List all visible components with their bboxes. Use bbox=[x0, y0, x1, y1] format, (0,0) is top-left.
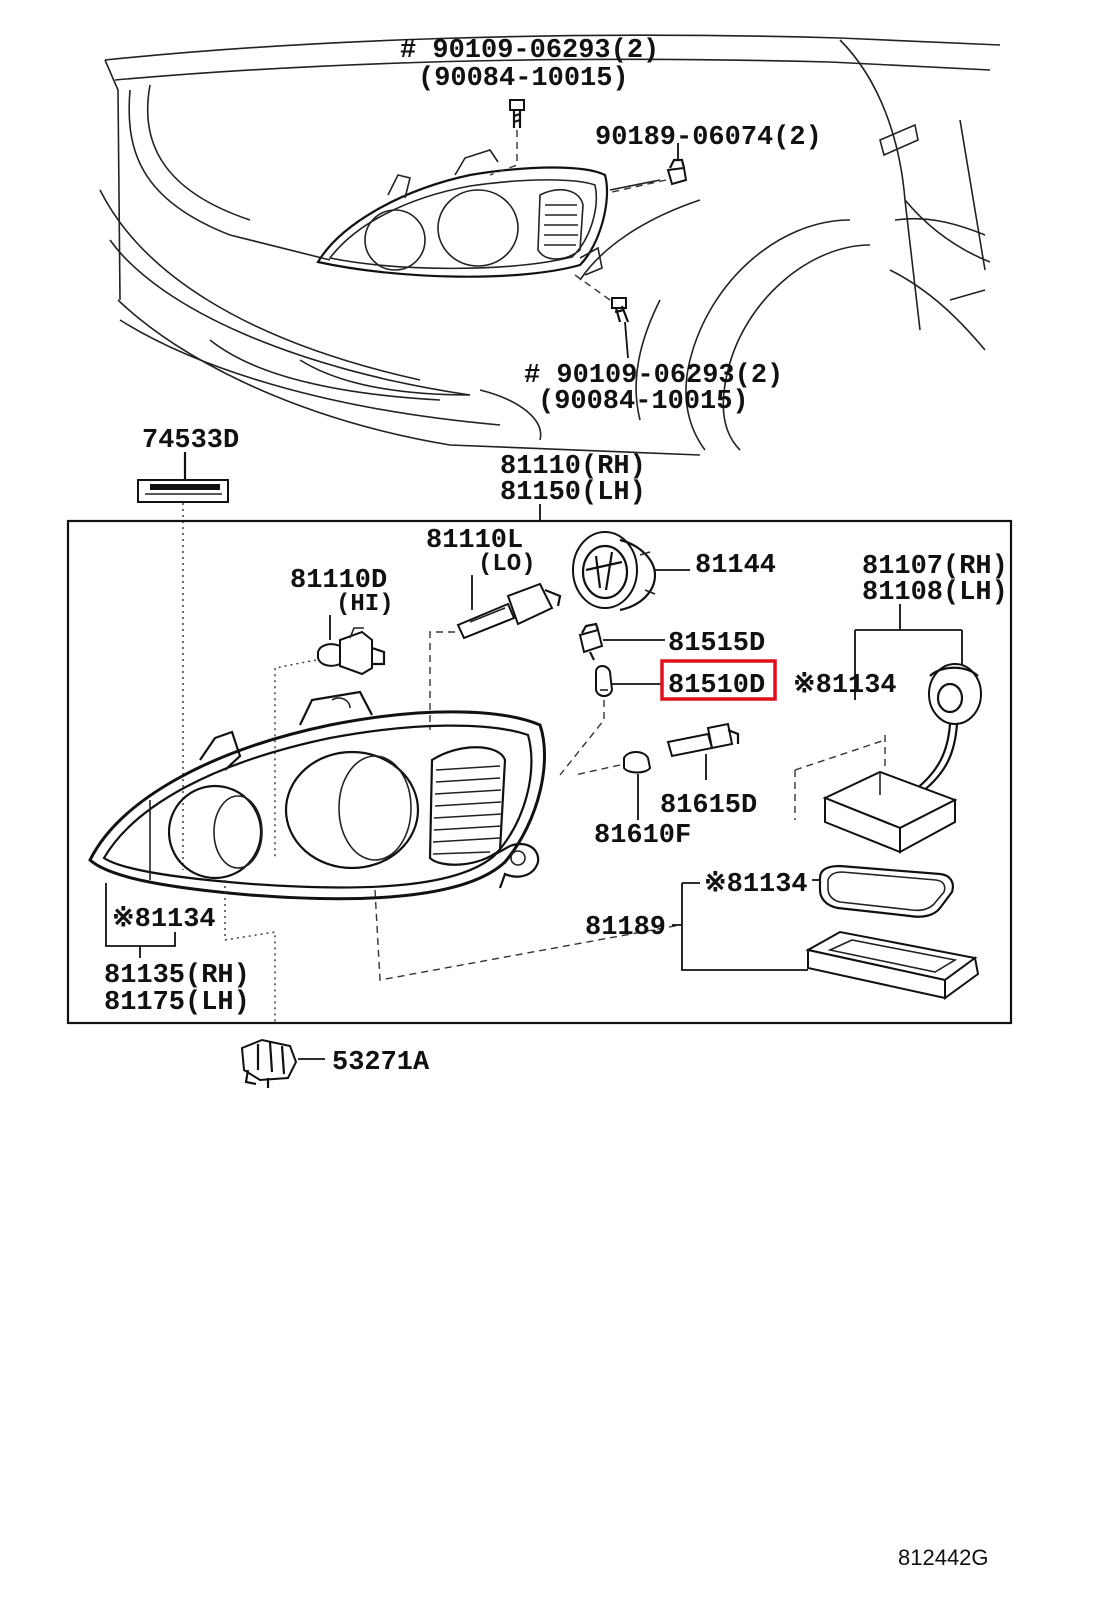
label-cover: 81189 bbox=[585, 913, 666, 943]
label-clip-top: 90189-06074(2) bbox=[595, 123, 822, 153]
label-bulb-hi-type: (HI) bbox=[336, 591, 394, 618]
label-socket: 81515D bbox=[668, 629, 765, 659]
cover-icon bbox=[805, 930, 980, 1000]
bulb-small-icon bbox=[595, 665, 614, 697]
bolt-bottom-dash bbox=[574, 274, 611, 301]
clip-top-icon bbox=[666, 158, 688, 186]
label-assembly-rh: 81110(RH) bbox=[500, 452, 646, 482]
label-lens-lh: 81175(LH) bbox=[104, 988, 250, 1018]
ballast-dash-b bbox=[794, 739, 886, 771]
label-bolt-top-alt: (90084-10015) bbox=[418, 64, 629, 94]
bulb-small-dash bbox=[559, 700, 605, 776]
label-cap: 81144 bbox=[695, 551, 776, 581]
assembly-frame bbox=[66, 519, 1013, 1025]
socket-cap-icon bbox=[572, 531, 657, 612]
bolt-top-leader bbox=[489, 130, 518, 176]
bulb-side-icon bbox=[623, 751, 652, 774]
label-bulb-small: 81510D bbox=[668, 671, 765, 701]
bracket-icon bbox=[240, 1038, 298, 1088]
bulb-lo-dash bbox=[429, 631, 455, 730]
socket-small-icon bbox=[578, 622, 604, 661]
figure-code: 812442G bbox=[898, 1545, 989, 1570]
bulb-lo-icon bbox=[456, 582, 562, 640]
car-headlamp-sketch bbox=[316, 149, 609, 278]
lens-dot-leader bbox=[224, 880, 276, 1025]
label-bolt-bottom: # 90109-06293(2) bbox=[524, 361, 783, 391]
caution-plate-icon bbox=[137, 452, 229, 503]
label-bulb-hi: 81110D bbox=[290, 566, 387, 596]
label-ignitor-lh: 81108(LH) bbox=[862, 578, 1008, 608]
label-lens-rh: 81135(RH) bbox=[104, 961, 250, 991]
bolt-bottom-icon bbox=[611, 297, 630, 323]
label-ignitor-rh: 81107(RH) bbox=[862, 552, 1008, 582]
gasket-icon bbox=[818, 864, 954, 918]
label-note-left: ※81134 bbox=[112, 905, 216, 935]
clip-top-dash bbox=[611, 179, 667, 193]
bulb-hi-dot bbox=[274, 659, 317, 860]
label-plate: 74533D bbox=[142, 426, 239, 456]
ballast-box-icon bbox=[822, 770, 958, 854]
socket-side-icon bbox=[666, 722, 740, 758]
label-assembly-lh: 81150(LH) bbox=[500, 478, 646, 508]
label-bulb-lo: 81110L bbox=[426, 526, 523, 556]
headlamp-assembly-icon bbox=[88, 690, 546, 901]
bulb-hi-icon bbox=[317, 627, 386, 676]
bolt-bottom-leader bbox=[624, 321, 629, 359]
label-note-mid: ※81134 bbox=[704, 870, 808, 900]
label-bracket: 53271A bbox=[332, 1048, 430, 1078]
cover-bracket-leader bbox=[672, 882, 808, 971]
bulb-side-dash bbox=[574, 764, 621, 776]
ignitor-bracket-leader bbox=[854, 604, 963, 700]
ignitor-cap-icon bbox=[914, 663, 982, 793]
label-bulb-lo-type: (LO) bbox=[478, 551, 536, 578]
car-body-outline bbox=[99, 34, 1001, 456]
label-socket-side: 81615D bbox=[660, 791, 757, 821]
highlight-box bbox=[660, 659, 777, 701]
bolt-top-icon bbox=[509, 99, 525, 128]
label-bolt-top: # 90109-06293(2) bbox=[400, 36, 659, 66]
lamp-bottom-dash bbox=[374, 889, 681, 981]
label-bolt-bottom-alt: (90084-10015) bbox=[538, 387, 749, 417]
label-bulb-side: 81610F bbox=[594, 821, 691, 851]
label-note-right: ※81134 bbox=[793, 671, 897, 701]
